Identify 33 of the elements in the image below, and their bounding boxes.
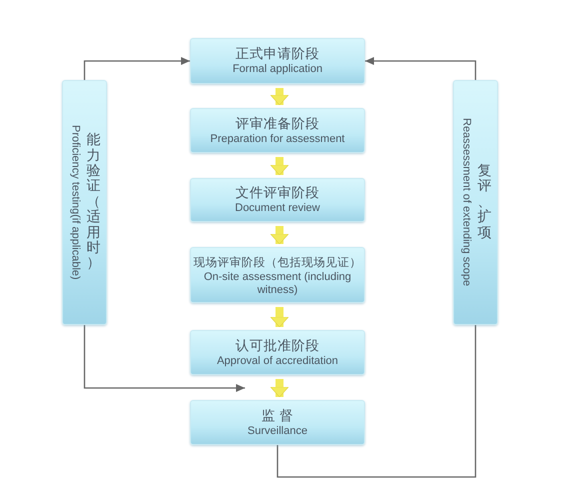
process-box (190, 108, 365, 153)
arrow (84, 57, 190, 80)
stage-title: 监 督 (261, 408, 294, 424)
process-box (453, 80, 498, 325)
stage-subtitle: Surveillance (248, 424, 308, 438)
flow-arrow (270, 157, 289, 176)
stage-title: 认可批准阶段 (236, 338, 320, 354)
connector-line (276, 325, 476, 478)
stage-title: 能力验证（适用时） (86, 133, 100, 272)
stage-title: 正式申请阶段 (236, 46, 320, 63)
process-box (62, 80, 107, 325)
stage-subtitle: Document review (235, 202, 320, 215)
flow-arrow (270, 307, 289, 328)
stage-subtitle: Approval of accreditation (216, 354, 338, 368)
arrow (365, 57, 476, 80)
stage-title: 复评、扩项 (478, 164, 492, 241)
stage-subtitle: On-site assessment (including witness) (202, 270, 352, 296)
stage-subtitle: Formal application (232, 63, 322, 76)
process-box (190, 38, 365, 84)
flow-arrow (270, 226, 289, 244)
stage-subtitle: Reassessment of extending scope (460, 118, 472, 287)
arrow (84, 325, 245, 392)
process-box (190, 330, 365, 375)
flow-arrow (270, 379, 289, 398)
stage-title: 文件评审阶段 (236, 185, 320, 202)
stage-title: 评审准备阶段 (236, 116, 320, 132)
process-box (190, 178, 365, 222)
stage-title: 现场评审阶段（包括现场见证） (194, 254, 362, 270)
process-box (190, 247, 365, 303)
stage-subtitle: Proficiency testing(if applicable) (68, 125, 82, 280)
stage-subtitle: Preparation for assessment (210, 132, 345, 146)
process-box (190, 400, 365, 445)
flow-arrow (270, 88, 289, 106)
